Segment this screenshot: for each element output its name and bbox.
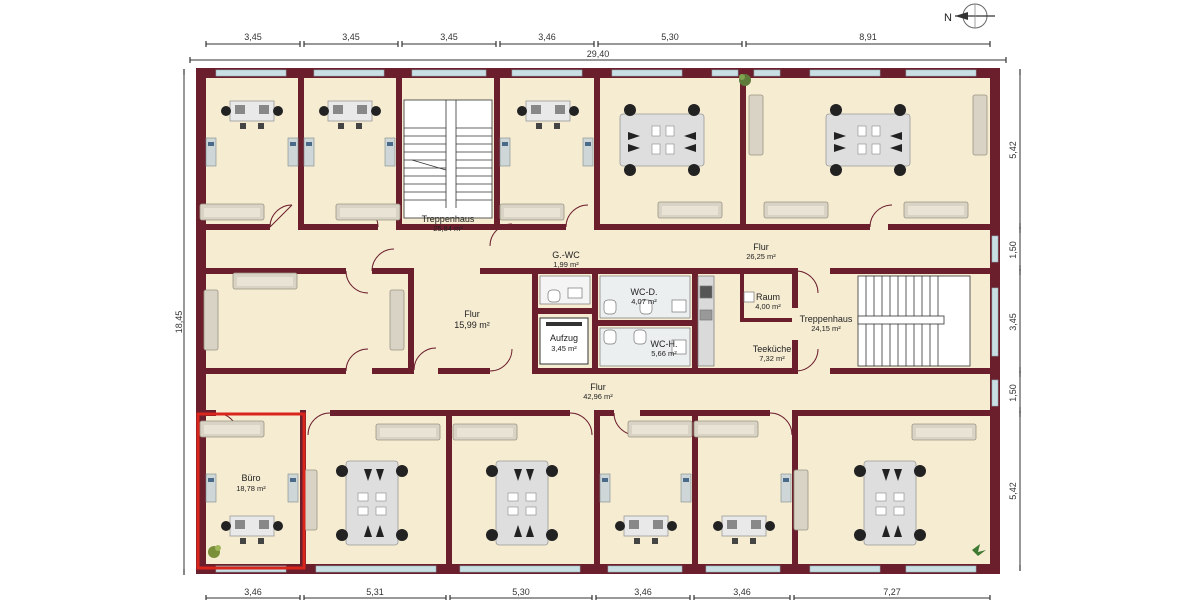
cabinet	[287, 137, 299, 167]
plant-icon	[972, 544, 986, 556]
dim-top-1: 3,45	[244, 32, 262, 42]
room-area: 1,99 m²	[553, 260, 579, 269]
plant-icon	[739, 74, 751, 86]
dim-bottom-5: 3,46	[733, 587, 751, 597]
room-name: Raum	[756, 292, 780, 302]
dim-bottom-3: 5,30	[512, 587, 530, 597]
dim-bottom-4: 3,46	[634, 587, 652, 597]
door-swings	[215, 204, 893, 436]
highlighted-room-outline[interactable]	[196, 412, 306, 570]
dim-left-total: 18,45	[174, 311, 184, 334]
room-area: 18,78 m²	[236, 484, 266, 493]
cabinet	[680, 473, 692, 503]
room-area: 42,96 m²	[583, 392, 613, 401]
dim-top-total: 29,40	[587, 49, 610, 59]
dim-right-5: 5,42	[1008, 482, 1018, 500]
room-name: WC-H.	[651, 339, 678, 349]
dim-right-2: 1,50	[1008, 241, 1018, 259]
cabinet	[303, 137, 315, 167]
room-area: 4,07 m²	[631, 297, 657, 306]
staircase-2	[857, 275, 971, 367]
sofa	[657, 201, 723, 219]
dim-right-3: 3,45	[1008, 313, 1018, 331]
room-name: G.-WC	[552, 250, 580, 260]
sofa	[903, 201, 969, 219]
plant-icon	[208, 545, 221, 558]
room-name: Flur	[464, 309, 480, 319]
dim-right-1: 5,42	[1008, 141, 1018, 159]
room-name: Treppenhaus	[422, 214, 475, 224]
room-name: Flur	[753, 242, 769, 252]
conference-table	[825, 103, 911, 177]
sofa	[763, 201, 829, 219]
dim-top-5: 5,30	[661, 32, 679, 42]
compass-label: N	[944, 12, 952, 24]
sofa	[793, 469, 809, 531]
elevator-shaft	[539, 317, 589, 365]
dim-right-4: 1,50	[1008, 384, 1018, 402]
room-area: 3,45 m²	[551, 344, 577, 353]
room-name: Treppenhaus	[800, 314, 853, 324]
sofa	[972, 94, 988, 156]
cabinet	[599, 473, 611, 503]
windows-top	[215, 69, 977, 77]
dim-bottom-6: 7,27	[883, 587, 901, 597]
dim-top-2: 3,45	[342, 32, 360, 42]
sofa	[748, 94, 764, 156]
sofa	[375, 423, 441, 441]
room-name: Teeküche	[753, 344, 792, 354]
room-area: 25,84 m²	[433, 224, 463, 233]
dim-bottom-1: 3,46	[244, 587, 262, 597]
room-name: WC-D.	[631, 287, 658, 297]
cabinet	[499, 137, 511, 167]
top-dimension-chain	[189, 41, 1007, 63]
conference-table	[853, 460, 927, 546]
room-area: 5,66 m²	[651, 349, 677, 358]
cabinet	[287, 473, 299, 503]
sofa	[499, 203, 565, 221]
room-area: 7,32 m²	[759, 354, 785, 363]
sofa	[203, 289, 219, 351]
sofa	[232, 272, 298, 290]
room-name: Aufzug	[550, 333, 578, 343]
staircase-1	[403, 99, 493, 219]
cabinet	[582, 137, 594, 167]
sofa	[911, 423, 977, 441]
sofa	[693, 420, 759, 438]
room-name: Büro	[241, 473, 260, 483]
sofa	[199, 203, 265, 221]
conference-table	[335, 460, 409, 546]
sofa	[627, 420, 693, 438]
cabinet	[205, 473, 217, 503]
compass-arrow-icon	[955, 3, 995, 29]
dim-top-3: 3,45	[440, 32, 458, 42]
room-area: 24,15 m²	[811, 324, 841, 333]
room-area: 26,25 m²	[746, 252, 776, 261]
sofa	[389, 289, 405, 351]
dim-top-4: 3,46	[538, 32, 556, 42]
sofa	[199, 420, 265, 438]
wc-fixtures	[539, 275, 755, 367]
dim-bottom-2: 5,31	[366, 587, 384, 597]
room-name: Flur	[590, 382, 606, 392]
sofa	[335, 203, 401, 221]
windows-right	[991, 235, 999, 407]
cabinet	[780, 473, 792, 503]
cabinet	[384, 137, 396, 167]
sofa	[452, 423, 518, 441]
conference-table	[619, 103, 705, 177]
room-area: 15,99 m²	[454, 320, 490, 330]
conference-table	[485, 460, 559, 546]
cabinet	[205, 137, 217, 167]
dim-top-6: 8,91	[859, 32, 877, 42]
room-area: 4,00 m²	[755, 302, 781, 311]
